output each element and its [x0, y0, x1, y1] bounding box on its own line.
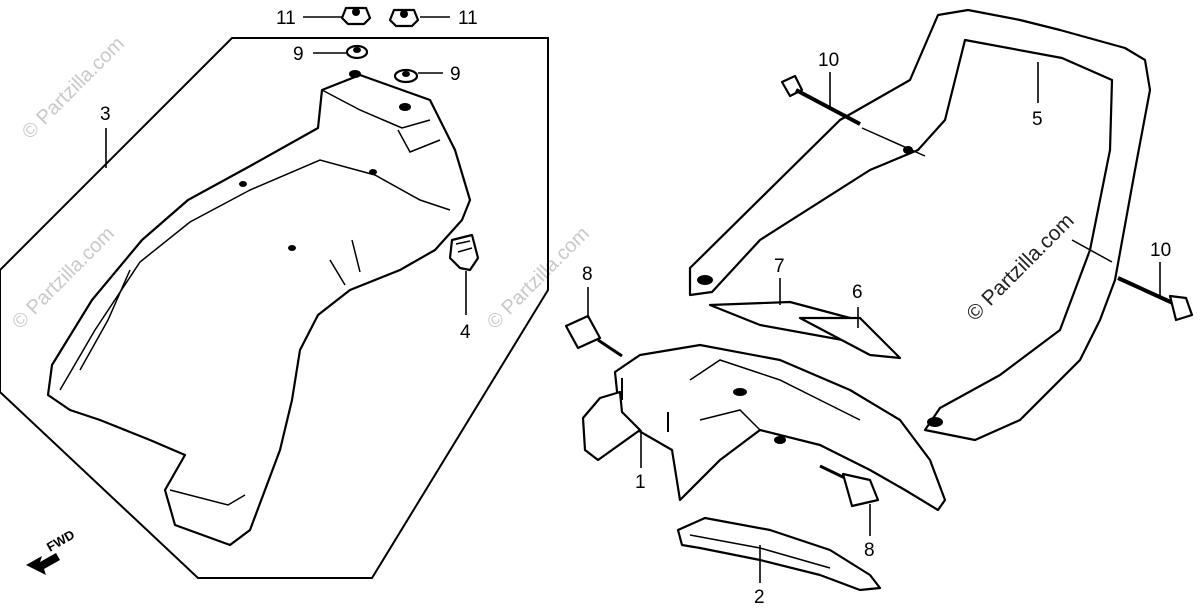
nut-11-right	[388, 8, 420, 28]
clip-4	[448, 233, 480, 272]
stripe-6	[798, 316, 902, 360]
callout-11-right: 11	[458, 8, 478, 29]
callout-8-lower: 8	[864, 540, 875, 561]
callout-10-lower: 10	[1150, 240, 1171, 261]
callout-10-upper: 10	[818, 50, 839, 71]
fwd-arrow: FWD	[26, 527, 77, 575]
watermark-right: © Partzilla.com	[18, 33, 129, 144]
fender-trim-strip	[676, 516, 882, 592]
callout-5: 5	[1032, 109, 1043, 130]
washer-9-right	[393, 68, 419, 84]
washer-9-left	[345, 44, 369, 60]
callout-1: 1	[635, 472, 646, 493]
callout-7: 7	[774, 256, 785, 277]
callout-9-right: 9	[450, 64, 461, 85]
leader-lines	[105, 16, 1161, 583]
callout-4: 4	[460, 322, 471, 343]
group-box-inner-fender	[0, 37, 549, 579]
nut-11-left	[340, 6, 372, 26]
callout-9-left: 9	[293, 44, 304, 65]
spacer-8-upper	[564, 314, 623, 358]
callout-2: 2	[754, 587, 765, 608]
fwd-label: FWD	[44, 527, 77, 555]
bolt-10-lower	[1117, 276, 1194, 322]
callout-3: 3	[100, 104, 111, 125]
watermark-center: © Partzilla.com	[483, 223, 594, 334]
watermark-main: © Partzilla.com	[962, 209, 1078, 325]
spacer-8-lower	[819, 464, 880, 508]
callout-6: 6	[852, 282, 863, 303]
callout-8-upper: 8	[582, 264, 593, 285]
bolt-10-upper	[780, 74, 861, 126]
grab-rail	[688, 8, 1152, 442]
rear-fender	[581, 343, 947, 512]
inner-rear-fender	[46, 70, 472, 547]
callout-11-left: 11	[276, 8, 296, 29]
